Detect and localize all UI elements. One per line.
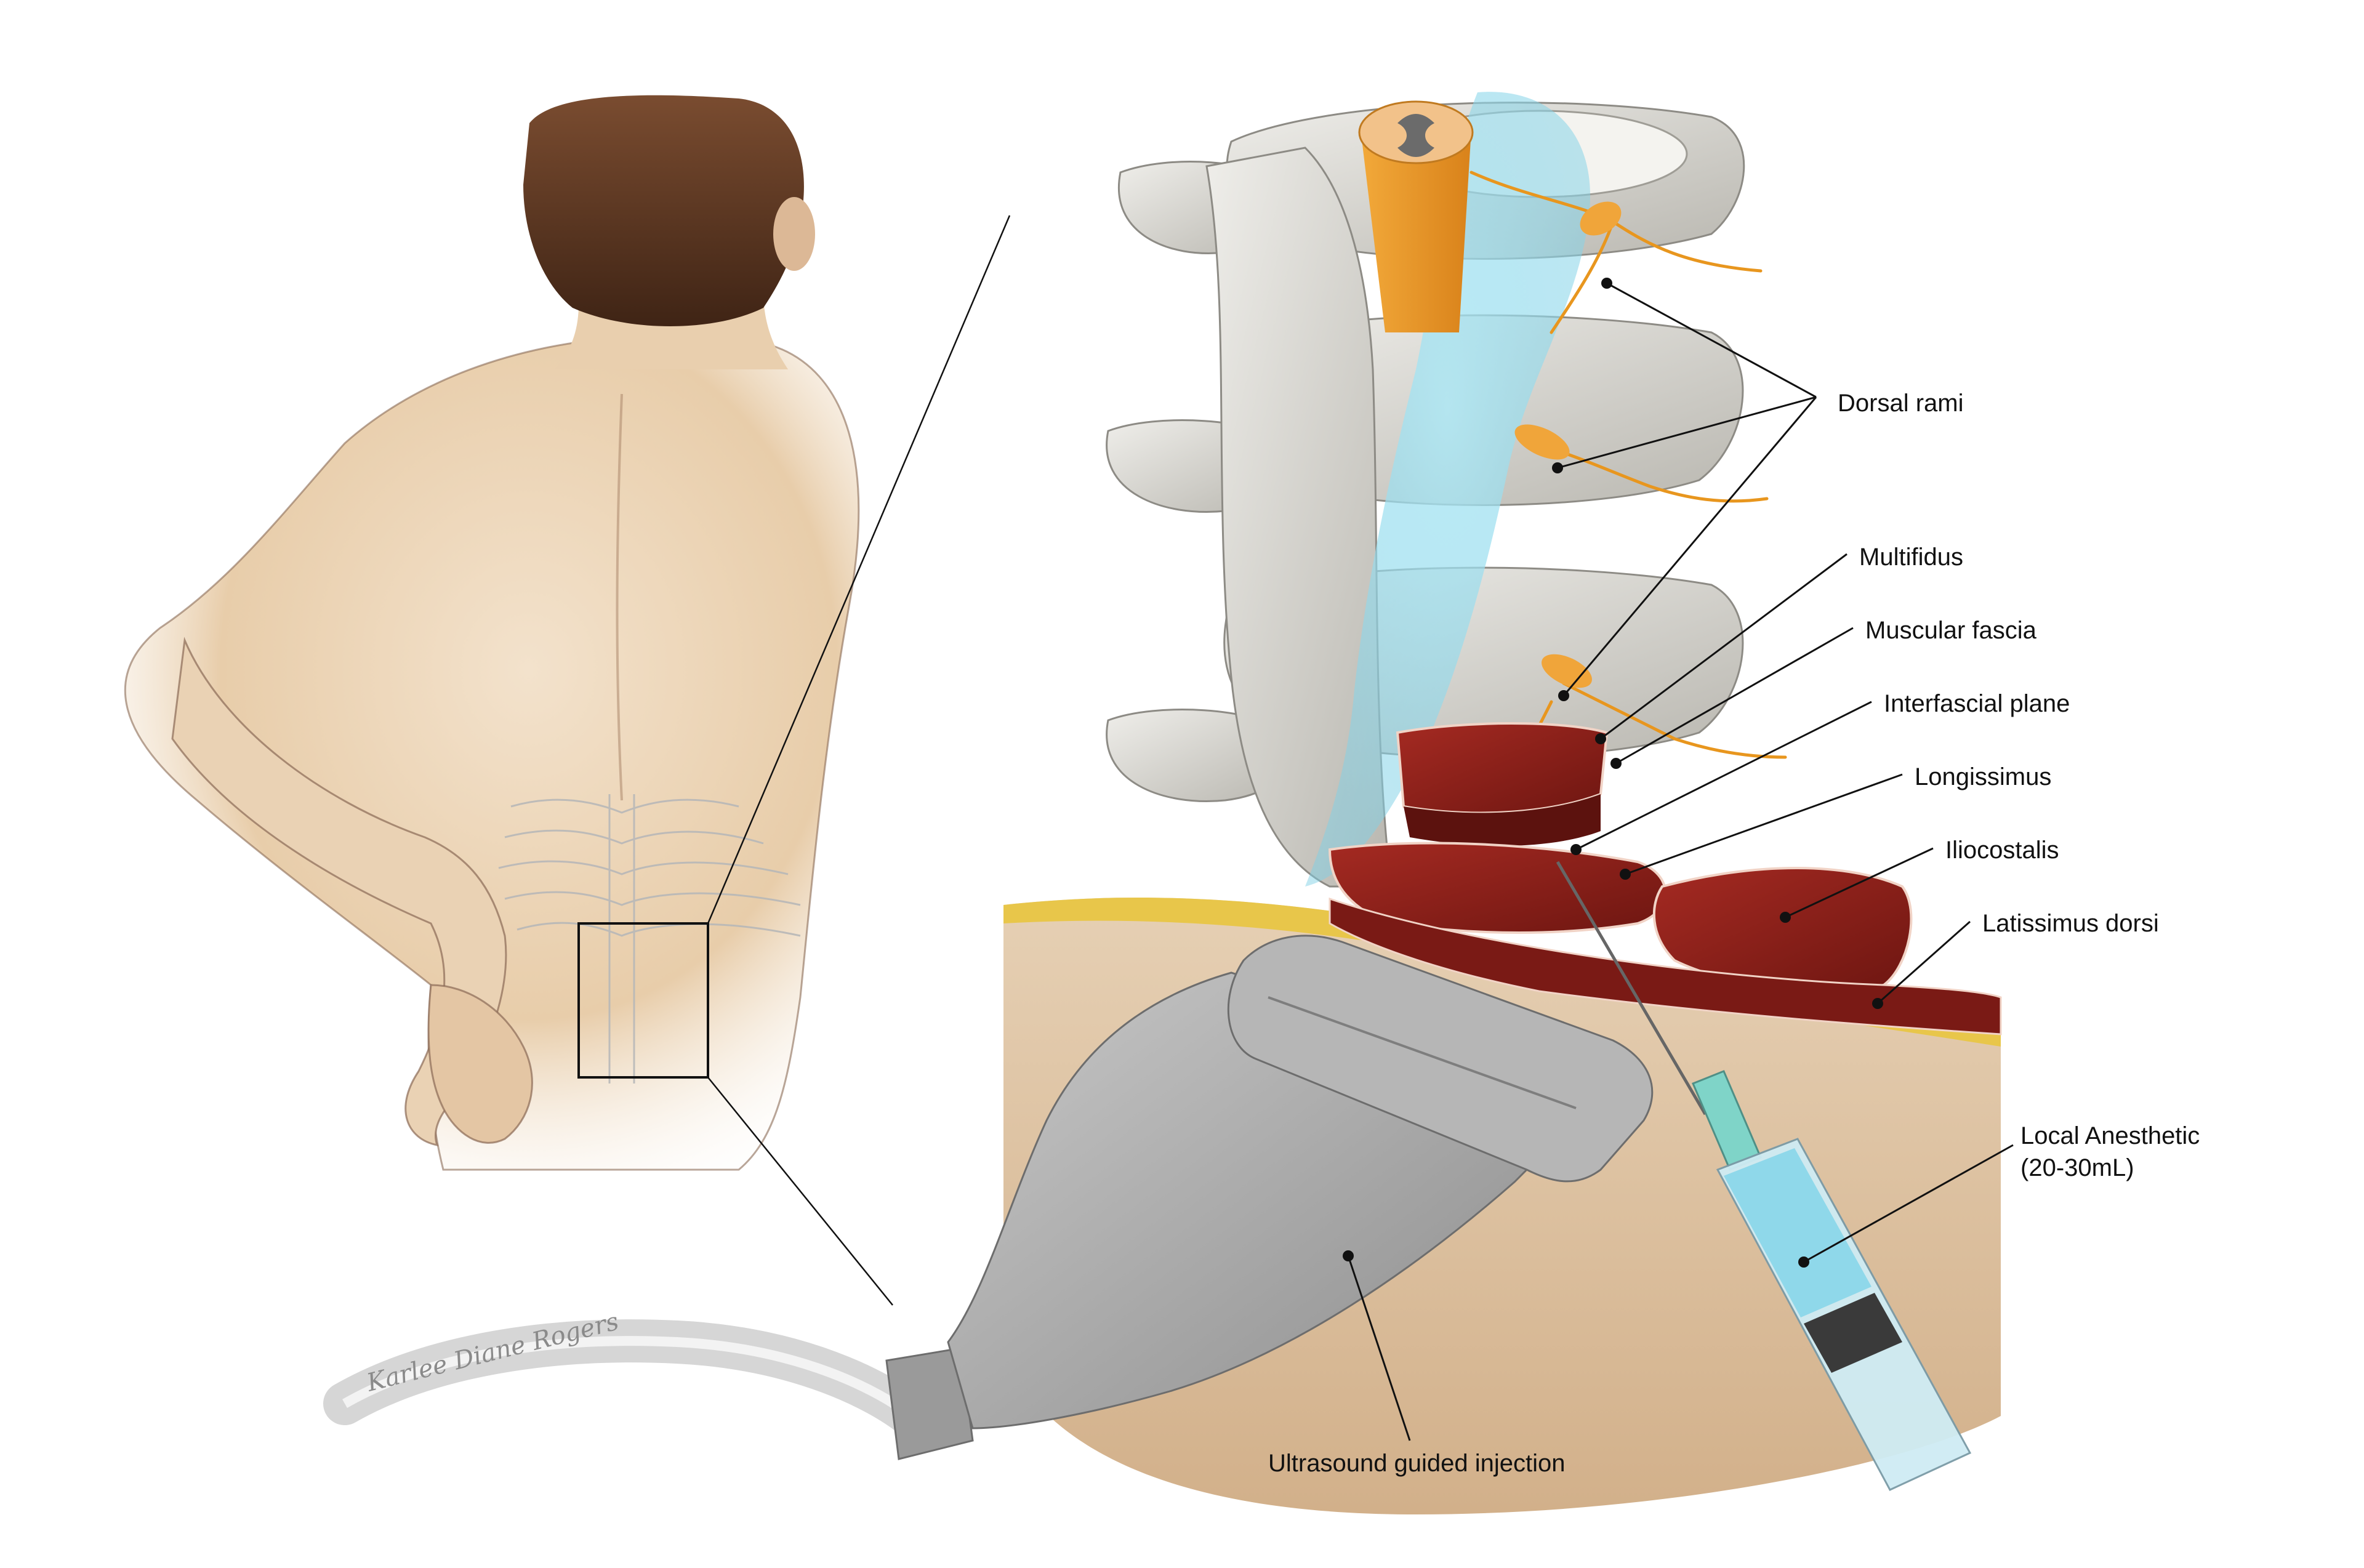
label-ultrasound-guided-injection: Ultrasound guided injection — [1268, 1450, 1566, 1477]
label-dorsal-rami: Dorsal rami — [1838, 390, 1963, 417]
labels: Dorsal rami Multifidus Muscular fascia I… — [1268, 390, 2200, 1477]
label-local-anesthetic: Local Anesthetic — [2020, 1122, 2200, 1149]
label-multifidus: Multifidus — [1859, 544, 1963, 571]
ultrasound-probe-icon — [323, 935, 1654, 1460]
ganglion-mid — [1514, 424, 1570, 460]
zoom-line-top — [707, 215, 1011, 924]
syringe-fluid — [1724, 1148, 1872, 1317]
hair — [523, 95, 804, 326]
zoom-line-bottom — [707, 1077, 893, 1306]
syringe-icon — [1556, 861, 1972, 1491]
label-local-anesthetic-volume: (20-30mL) — [2020, 1154, 2134, 1181]
label-iliocostalis: Iliocostalis — [1945, 837, 2059, 864]
arm — [171, 637, 507, 1146]
label-longissimus: Longissimus — [1915, 763, 2051, 790]
probe-strain-relief — [885, 1347, 974, 1460]
back-muscles — [1328, 842, 2002, 1035]
label-muscular-fascia: Muscular fascia — [1865, 617, 2037, 644]
spine-groove — [616, 393, 623, 801]
multifidus-muscle — [1396, 722, 1609, 846]
ear — [773, 197, 815, 271]
patient-back-icon — [124, 95, 860, 1171]
ganglion-low — [1542, 654, 1592, 688]
syringe-plunger — [1804, 1293, 1902, 1373]
leader-lines — [1343, 278, 2014, 1441]
hand — [427, 984, 533, 1144]
label-interfascial-plane: Interfascial plane — [1884, 690, 2070, 717]
spinal-cord — [1358, 100, 1474, 332]
needle — [1556, 861, 1707, 1116]
injectate-spread — [1305, 92, 1591, 887]
iliocostalis-muscle — [1652, 867, 1913, 991]
label-latissimus-dorsi: Latissimus dorsi — [1982, 910, 2159, 937]
inset-box — [577, 922, 709, 1079]
torso — [124, 335, 860, 1171]
ribcage-sketch — [498, 794, 801, 1084]
ganglion-top — [1580, 201, 1622, 236]
fat-layer — [1003, 898, 2001, 1047]
latissimus-muscle — [1329, 897, 2002, 1035]
